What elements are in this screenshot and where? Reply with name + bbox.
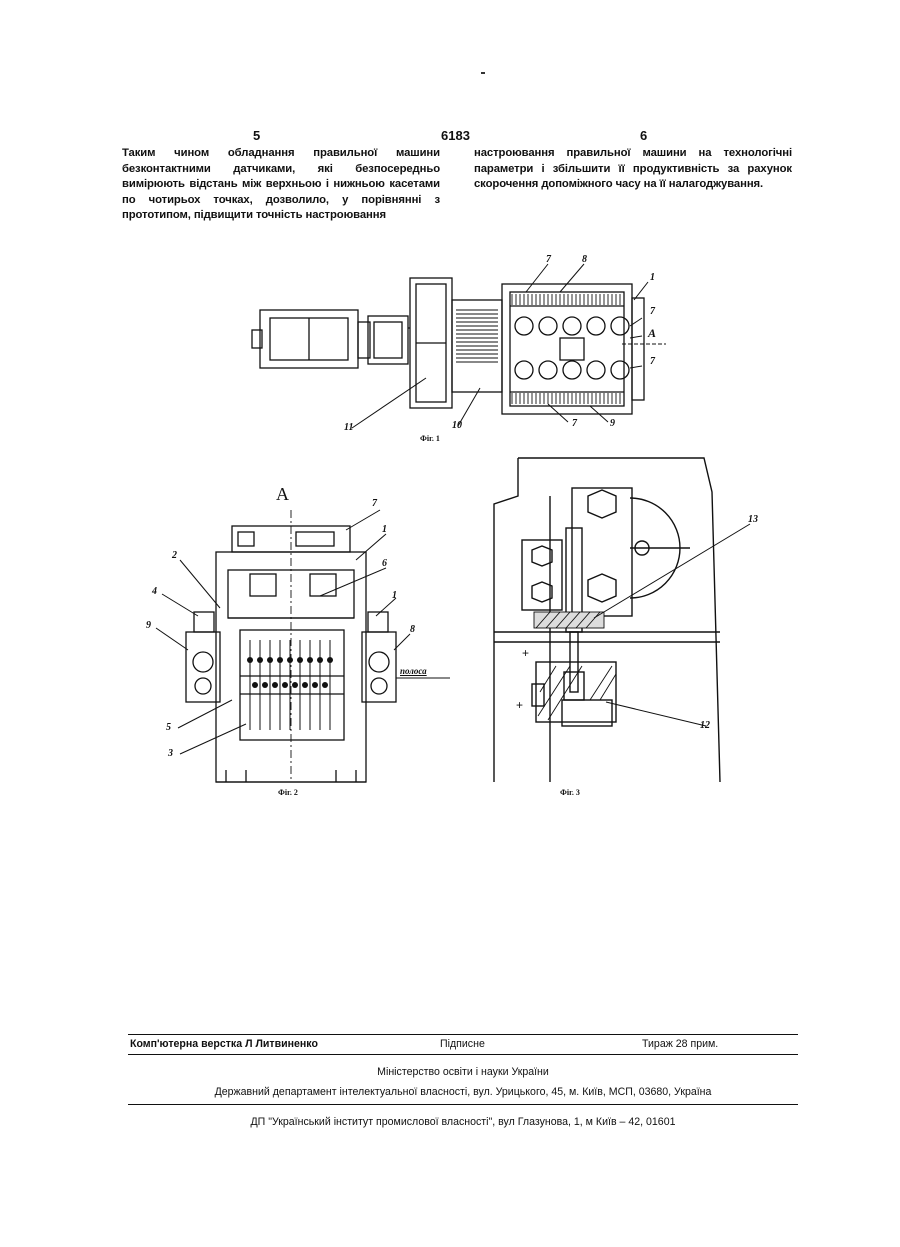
fig1-label: 7: [650, 356, 655, 367]
figure-1-caption: Фіг. 1: [420, 434, 440, 443]
fig1-label: 8: [582, 254, 587, 265]
fig1-label: 10: [452, 420, 462, 431]
fig2-label: 4: [152, 586, 157, 597]
fig2-label: 3: [168, 748, 173, 759]
patent-number: 6183: [441, 128, 470, 143]
left-text-column: Таким чином обладнання правильної машини…: [122, 146, 440, 224]
stray-mark: [481, 72, 485, 74]
fig2-label: 5: [166, 722, 171, 733]
footer-ministry: Міністерство освіти і науки України: [128, 1066, 798, 1078]
fig3-plus-sign: +: [522, 646, 529, 660]
fig2-label-strip: полоса: [400, 666, 427, 676]
footer-institute: ДП "Український інститут промислової вла…: [128, 1116, 798, 1128]
fig3-label: 12: [700, 720, 710, 731]
fig2-label: 1: [392, 590, 397, 601]
fig2-label: 1: [382, 524, 387, 535]
footer-department: Державний департамент інтелектуальної вл…: [128, 1086, 798, 1098]
footer-rule-mid: [128, 1054, 798, 1055]
figure-2-caption: Фіг. 2: [278, 788, 298, 797]
figure-3-drawing: [470, 452, 790, 788]
fig1-label: 1: [650, 272, 655, 283]
footer-circulation: Тираж 28 прим.: [642, 1038, 718, 1050]
fig1-label: 7: [546, 254, 551, 265]
fig2-label: 8: [410, 624, 415, 635]
page-number-left: 5: [253, 128, 260, 143]
fig1-label: 7: [572, 418, 577, 429]
figure-1-drawing: [230, 248, 670, 448]
fig2-label: 2: [172, 550, 177, 561]
figure-3-caption: Фіг. 3: [560, 788, 580, 797]
footer-rule-top: [128, 1034, 798, 1035]
footer-rule-bottom: [128, 1104, 798, 1105]
fig1-label: 9: [610, 418, 615, 429]
fig2-label: 6: [382, 558, 387, 569]
fig2-view-letter: А: [276, 484, 289, 505]
fig3-plus-sign: +: [516, 698, 523, 712]
fig3-label: 13: [748, 514, 758, 525]
fig1-label: 11: [344, 422, 353, 433]
right-text-column: настроювання правильної машини на технол…: [474, 146, 792, 193]
footer-signed: Підписне: [440, 1038, 485, 1050]
page-number-right: 6: [640, 128, 647, 143]
fig2-label: 9: [146, 620, 151, 631]
fig1-label-section-a: A: [648, 326, 656, 341]
fig1-label: 7: [650, 306, 655, 317]
fig2-label: 7: [372, 498, 377, 509]
footer-layout-by: Комп'ютерна верстка Л Литвиненко: [130, 1038, 318, 1050]
figure-2-drawing: [150, 480, 450, 790]
